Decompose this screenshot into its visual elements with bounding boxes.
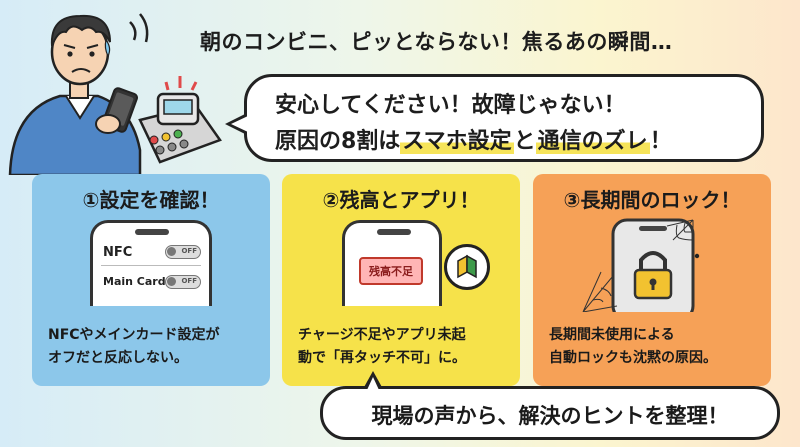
phone-notch [377, 229, 411, 235]
panel-settings-title: ①設定を確認！ [82, 188, 220, 212]
headline: 朝のコンビニ、ピッとならない！焦るあの瞬間… [200, 30, 673, 54]
panel-balance-title: ②残高とアプリ！ [322, 188, 480, 212]
beginner-mark-icon [444, 244, 490, 290]
speech-line-1: 安心してください！故障じゃない！ [275, 93, 626, 118]
row-divider [101, 265, 201, 266]
panel-lock-desc-line-1: 長期間未使用による [549, 327, 675, 343]
locked-phone-illustration [582, 218, 700, 312]
speech-line-2-suffix: ！ [649, 129, 672, 154]
panel-long-term-lock: ③長期間のロック！ 長期間未使用による 自動ロックも沈黙の原因。 [533, 174, 771, 386]
panel-balance-desc-line-2: 動で「再タッチ不可」に。 [298, 350, 466, 366]
speech-line-2-prefix: 原因の8割は [275, 129, 401, 154]
panel-balance-app: ②残高とアプリ！ 残高不足 チャージ不足やアプリ未起 動で「再タッチ不可」に。 [282, 174, 520, 386]
man-with-terminal-illustration [8, 13, 222, 175]
panel-balance-desc: チャージ不足やアプリ未起 動で「再タッチ不可」に。 [298, 324, 512, 370]
panel-balance-desc-line-1: チャージ不足やアプリ未起 [298, 327, 466, 343]
nfc-toggle: OFF [165, 245, 201, 259]
nfc-label: NFC [103, 245, 133, 260]
panel-settings-desc-line-1: NFCやメインカード設定が [48, 327, 220, 343]
bottom-speech-bubble: 現場の声から、解決のヒントを整理！ [320, 371, 780, 440]
panel-settings-desc-line-2: オフだと反応しない。 [48, 350, 188, 366]
main-card-toggle: OFF [165, 275, 201, 289]
speech-line-2-mid: と [513, 129, 536, 154]
panel-settings: ①設定を確認！ NFC OFF Main Card OFF NFCやメインカード… [32, 174, 270, 386]
speech-line-2: 原因の8割はスマホ設定と通信のズレ！ [275, 123, 672, 155]
phone-notch [135, 229, 169, 235]
insufficient-balance-label: 残高不足 [359, 257, 423, 285]
speech-bubble: 安心してください！故障じゃない！ 原因の8割はスマホ設定と通信のズレ！ [225, 74, 764, 162]
panel-lock-desc: 長期間未使用による 自動ロックも沈黙の原因。 [549, 324, 763, 370]
panel-lock-title: ③長期間のロック！ [563, 188, 741, 212]
phone-balance-screen: 残高不足 [342, 220, 442, 306]
phone-settings-screen: NFC OFF Main Card OFF [90, 220, 212, 306]
highlight-communication-gap: 通信のズレ [535, 129, 650, 154]
panel-lock-desc-line-2: 自動ロックも沈黙の原因。 [549, 350, 717, 366]
highlight-phone-settings: スマホ設定 [400, 129, 514, 154]
main-card-label: Main Card [103, 275, 166, 288]
bottom-summary-text: 現場の声から、解決のヒントを整理！ [371, 404, 729, 428]
panel-settings-desc: NFCやメインカード設定が オフだと反応しない。 [48, 324, 262, 370]
